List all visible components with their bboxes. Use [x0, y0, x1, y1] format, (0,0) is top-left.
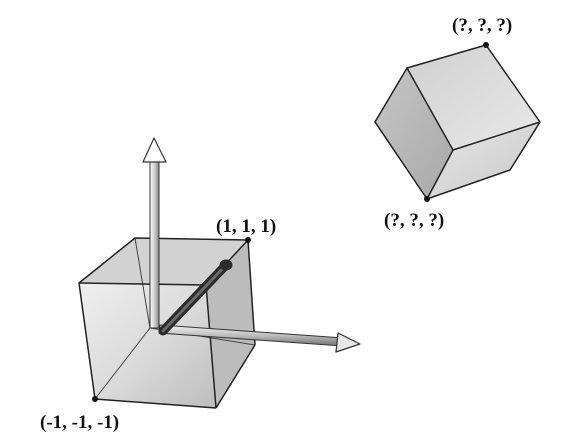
- corner-point-min: [92, 396, 98, 402]
- label-rotated-cube-bottom-corner: (?, ?, ?): [384, 210, 444, 231]
- unit-cube-right-face: [206, 240, 255, 408]
- label-unit-cube-min-corner: (-1, -1, -1): [40, 412, 119, 433]
- label-unit-cube-max-corner: (1, 1, 1): [216, 216, 276, 237]
- rotated-cube-top-face: [407, 45, 540, 150]
- up-arrow-icon: [142, 137, 167, 329]
- corner-point-max: [245, 237, 251, 243]
- rotated-corner-point-bottom: [424, 196, 430, 202]
- rotated-cube-right-face: [427, 122, 540, 199]
- rotated-cube-left-face: [375, 68, 453, 199]
- diagonal-rod-icon: [158, 259, 233, 336]
- rotated-corner-point-top: [483, 42, 489, 48]
- label-rotated-cube-top-corner: (?, ?, ?): [452, 15, 512, 36]
- rotated-cube: [374, 42, 541, 202]
- axes: [142, 137, 361, 353]
